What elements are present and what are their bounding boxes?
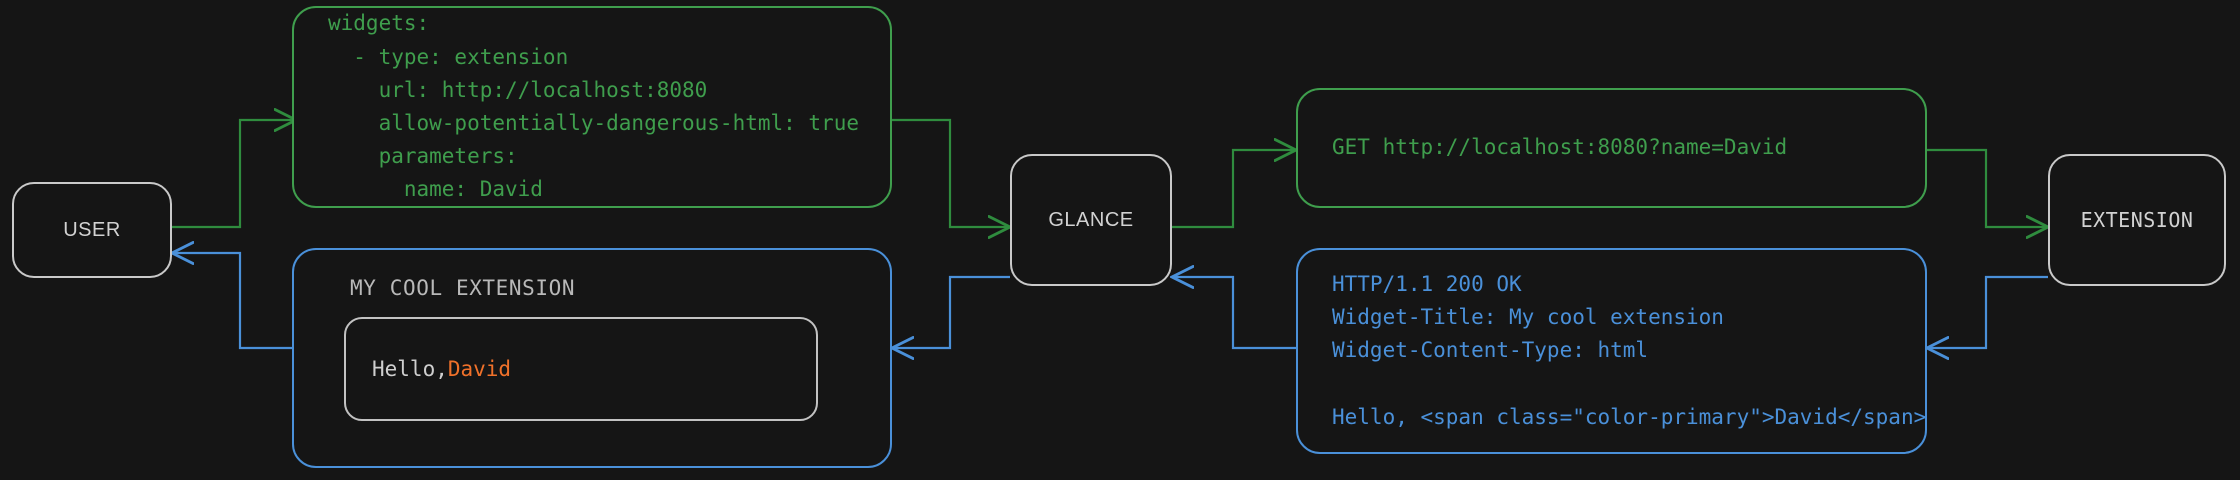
node-extension[interactable]: EXTENSION <box>2048 154 2226 286</box>
node-glance-label: GLANCE <box>1048 208 1134 231</box>
wire-response-to-glance <box>1172 277 1296 350</box>
widget-greeting-text: Hello, <box>372 357 448 381</box>
wire-glance-to-widget <box>892 275 1010 348</box>
config-yaml-text: widgets: - type: extension url: http://l… <box>328 11 860 202</box>
wire-glance-to-request <box>1172 150 1296 229</box>
http-response-text: HTTP/1.1 200 OK Widget-Title: My cool ex… <box>1332 272 1927 429</box>
node-glance[interactable]: GLANCE <box>1010 154 1172 286</box>
wire-extension-to-response <box>1927 275 2048 348</box>
wire-widget-to-user <box>172 253 296 350</box>
widget-content-box: Hello, David <box>344 317 818 421</box>
panel-http-request: GET http://localhost:8080?name=David <box>1296 88 1927 208</box>
node-extension-label: EXTENSION <box>2080 208 2194 232</box>
widget-title: MY COOL EXTENSION <box>350 276 576 300</box>
panel-http-response: HTTP/1.1 200 OK Widget-Title: My cool ex… <box>1296 248 1927 454</box>
panel-widget-preview: MY COOL EXTENSION Hello, David <box>292 248 892 468</box>
node-user[interactable]: USER <box>12 182 172 278</box>
http-request-text: GET http://localhost:8080?name=David <box>1332 135 1788 160</box>
wire-config-to-glance <box>892 118 1010 227</box>
wire-request-to-extension <box>1927 148 2048 227</box>
node-user-label: USER <box>63 218 121 241</box>
wire-user-to-config <box>172 120 296 229</box>
widget-name-value: David <box>447 357 512 381</box>
panel-config-yaml: widgets: - type: extension url: http://l… <box>292 6 892 208</box>
